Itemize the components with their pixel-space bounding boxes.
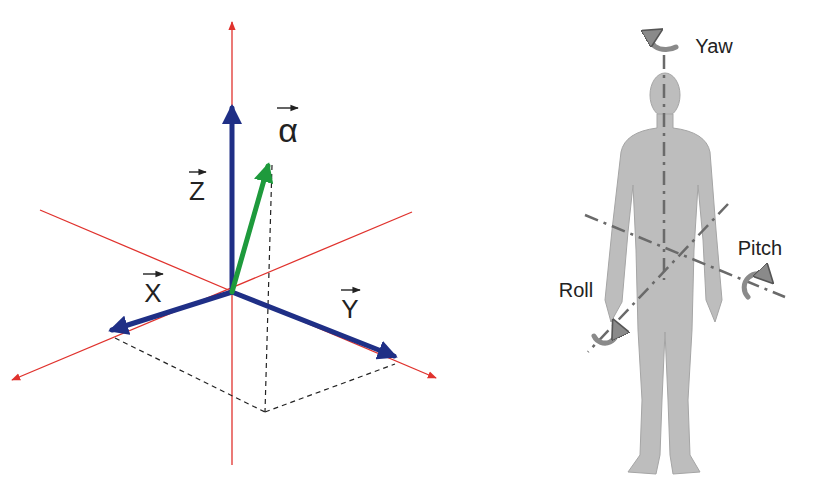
vector-overarrows bbox=[143, 108, 360, 290]
yaw-rotation-arrow bbox=[651, 33, 676, 50]
projection-line bbox=[115, 338, 265, 412]
roll-rotation-arrow bbox=[594, 326, 617, 343]
vector-label: α bbox=[278, 113, 298, 147]
red-axis bbox=[231, 22, 232, 465]
projection-line bbox=[265, 165, 272, 412]
projection-lines bbox=[115, 165, 395, 412]
vector-label: X bbox=[144, 280, 161, 306]
reference-axes bbox=[12, 22, 436, 465]
pitch-axis bbox=[585, 215, 785, 297]
rotation-axes bbox=[585, 55, 785, 352]
roll-axis bbox=[588, 204, 728, 352]
z-vector bbox=[230, 108, 235, 292]
vector-label: Y bbox=[341, 296, 358, 322]
red-axis bbox=[40, 210, 436, 378]
rotation-label: Pitch bbox=[738, 238, 782, 258]
pitch-rotation-arrow bbox=[744, 274, 768, 297]
y-vector bbox=[232, 292, 394, 356]
yaw-axis bbox=[663, 55, 666, 280]
body bbox=[605, 114, 722, 474]
overarrow bbox=[189, 171, 206, 172]
vector-label: Z bbox=[189, 178, 205, 204]
vectors bbox=[112, 108, 394, 356]
overarrow bbox=[341, 289, 360, 290]
alpha-vector bbox=[232, 166, 268, 292]
overarrow bbox=[143, 273, 163, 274]
rotation-label: Yaw bbox=[695, 36, 732, 56]
projection-line bbox=[265, 364, 395, 412]
red-axis bbox=[12, 212, 412, 380]
rotation-arrows bbox=[594, 33, 768, 343]
rotation-label: Roll bbox=[559, 280, 593, 300]
overarrow bbox=[277, 107, 298, 108]
x-vector bbox=[112, 292, 232, 330]
